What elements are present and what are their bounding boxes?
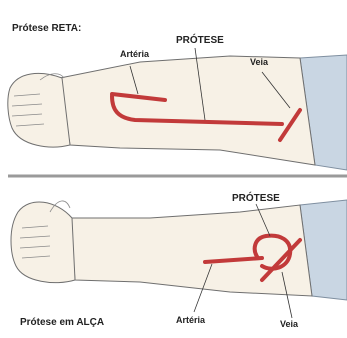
top-panel-title: Prótese RETA: (12, 24, 81, 34)
bottom-panel-title: Prótese em ALÇA (20, 318, 104, 328)
bottom-hand (11, 202, 75, 283)
bottom-vein-label: Veia (280, 320, 298, 329)
bottom-panel (11, 200, 347, 318)
top-prosthesis-label: PRÓTESE (176, 36, 224, 46)
bottom-arm (70, 205, 312, 296)
top-artery-label: Artéria (120, 50, 149, 59)
bottom-artery-label: Artéria (176, 316, 205, 325)
top-vein-label: Veia (250, 58, 268, 67)
top-hand (8, 73, 70, 147)
top-arm (60, 56, 315, 165)
top-panel (8, 48, 347, 170)
bottom-prosthesis-label: PRÓTESE (232, 194, 280, 204)
